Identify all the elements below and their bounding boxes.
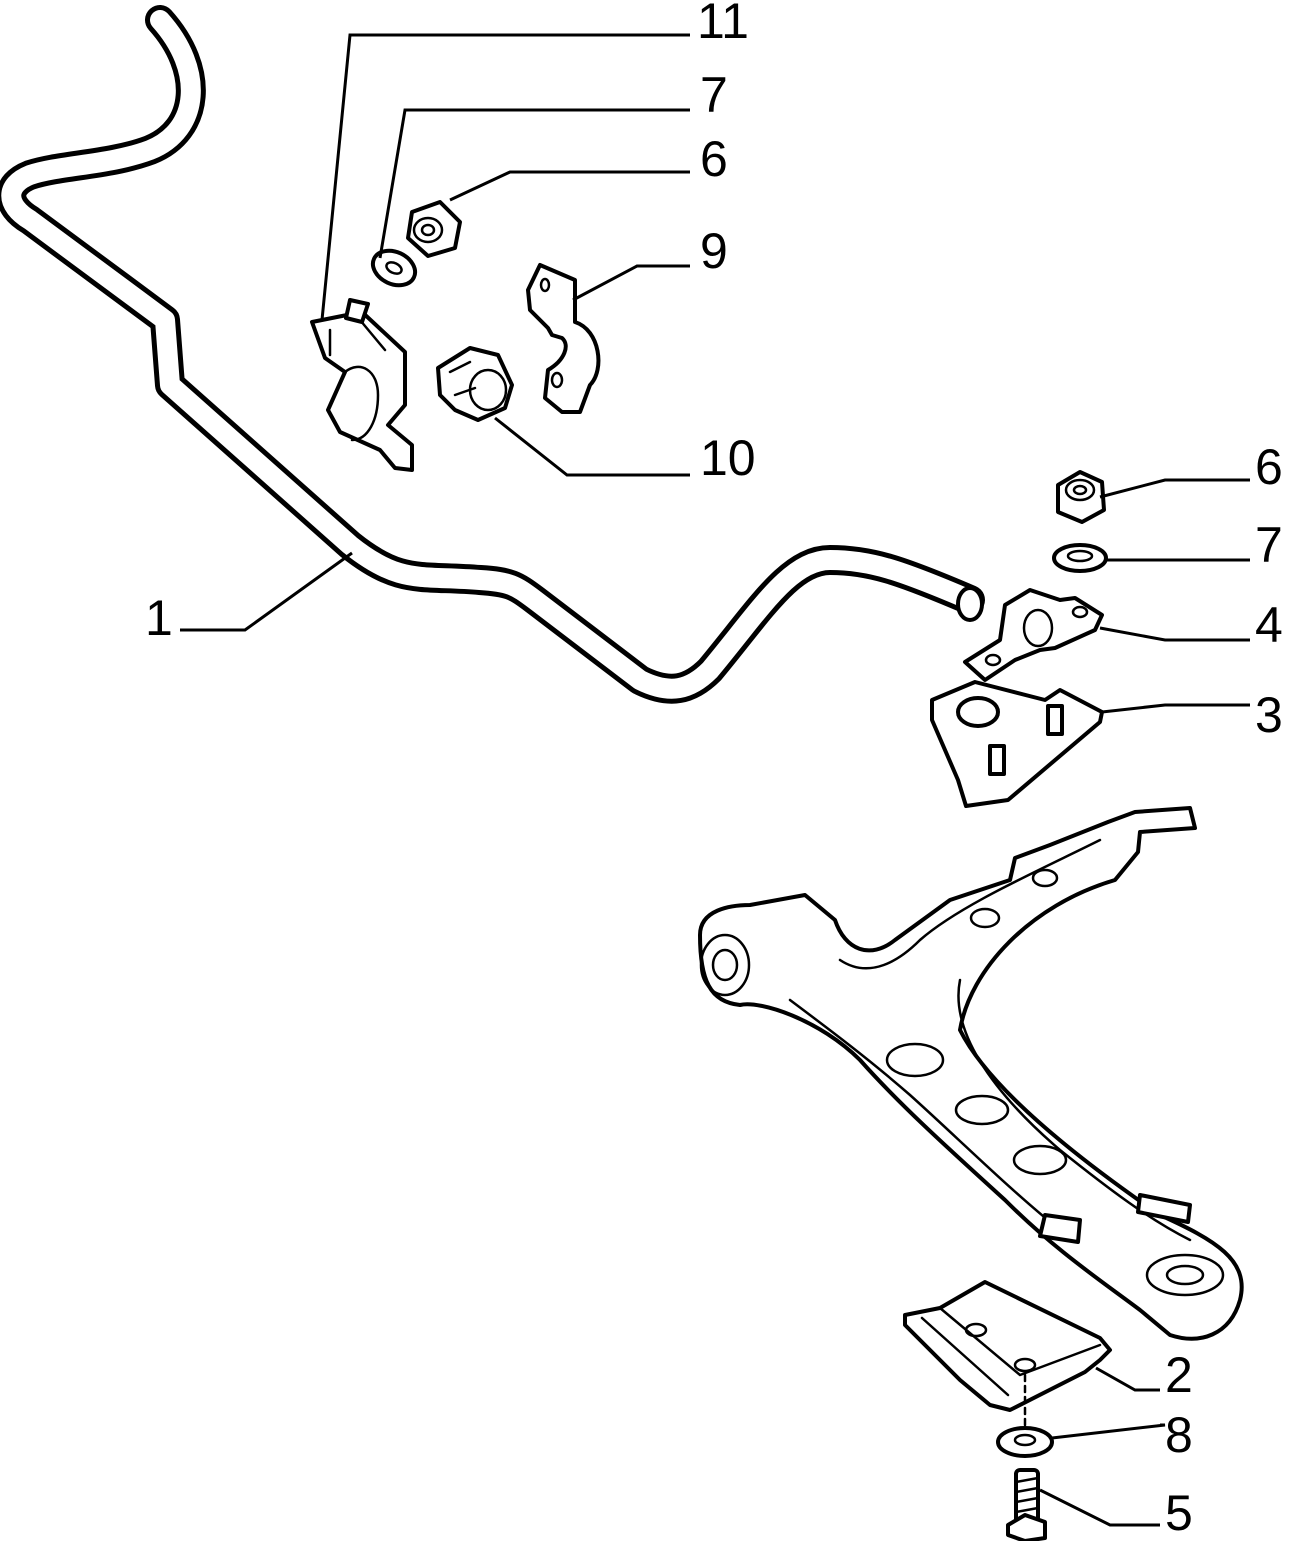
nut-part-6-right: [1056, 470, 1106, 524]
bar-bracket-part-11: [310, 298, 414, 472]
lower-plate-part-2: [903, 1280, 1112, 1427]
bolt-part-5: [1006, 1468, 1047, 1541]
callout-4: 4: [1255, 597, 1283, 653]
leader-lines: [180, 33, 1250, 1527]
washer-part-7-top: [370, 248, 418, 288]
callout-7-top: 7: [700, 67, 728, 123]
callout-11: 11: [697, 0, 749, 49]
control-arm: [698, 806, 1244, 1341]
callout-10: 10: [700, 430, 756, 486]
bushing-part-10: [436, 346, 514, 422]
callout-5: 5: [1165, 1485, 1193, 1541]
washer-part-7-right: [1052, 543, 1108, 573]
stabilizer-bar: [0, 5, 985, 704]
clamp-part-9: [526, 263, 601, 414]
washer-part-8: [996, 1426, 1054, 1458]
callout-labels: 1 11 7 6 9 10 6 7 4 3 2 8 5: [145, 0, 1283, 1541]
callout-6-right: 6: [1255, 439, 1283, 495]
callout-9: 9: [700, 223, 728, 279]
callout-8: 8: [1165, 1407, 1193, 1463]
mounting-plate-part-3: [930, 680, 1104, 808]
nut-part-6-top: [406, 200, 462, 258]
bar-mount-part-4: [963, 588, 1104, 682]
callout-3: 3: [1255, 687, 1283, 743]
callout-6-top: 6: [700, 131, 728, 187]
callout-7-right: 7: [1255, 517, 1283, 573]
callout-2: 2: [1165, 1347, 1193, 1403]
callout-1: 1: [145, 590, 173, 646]
